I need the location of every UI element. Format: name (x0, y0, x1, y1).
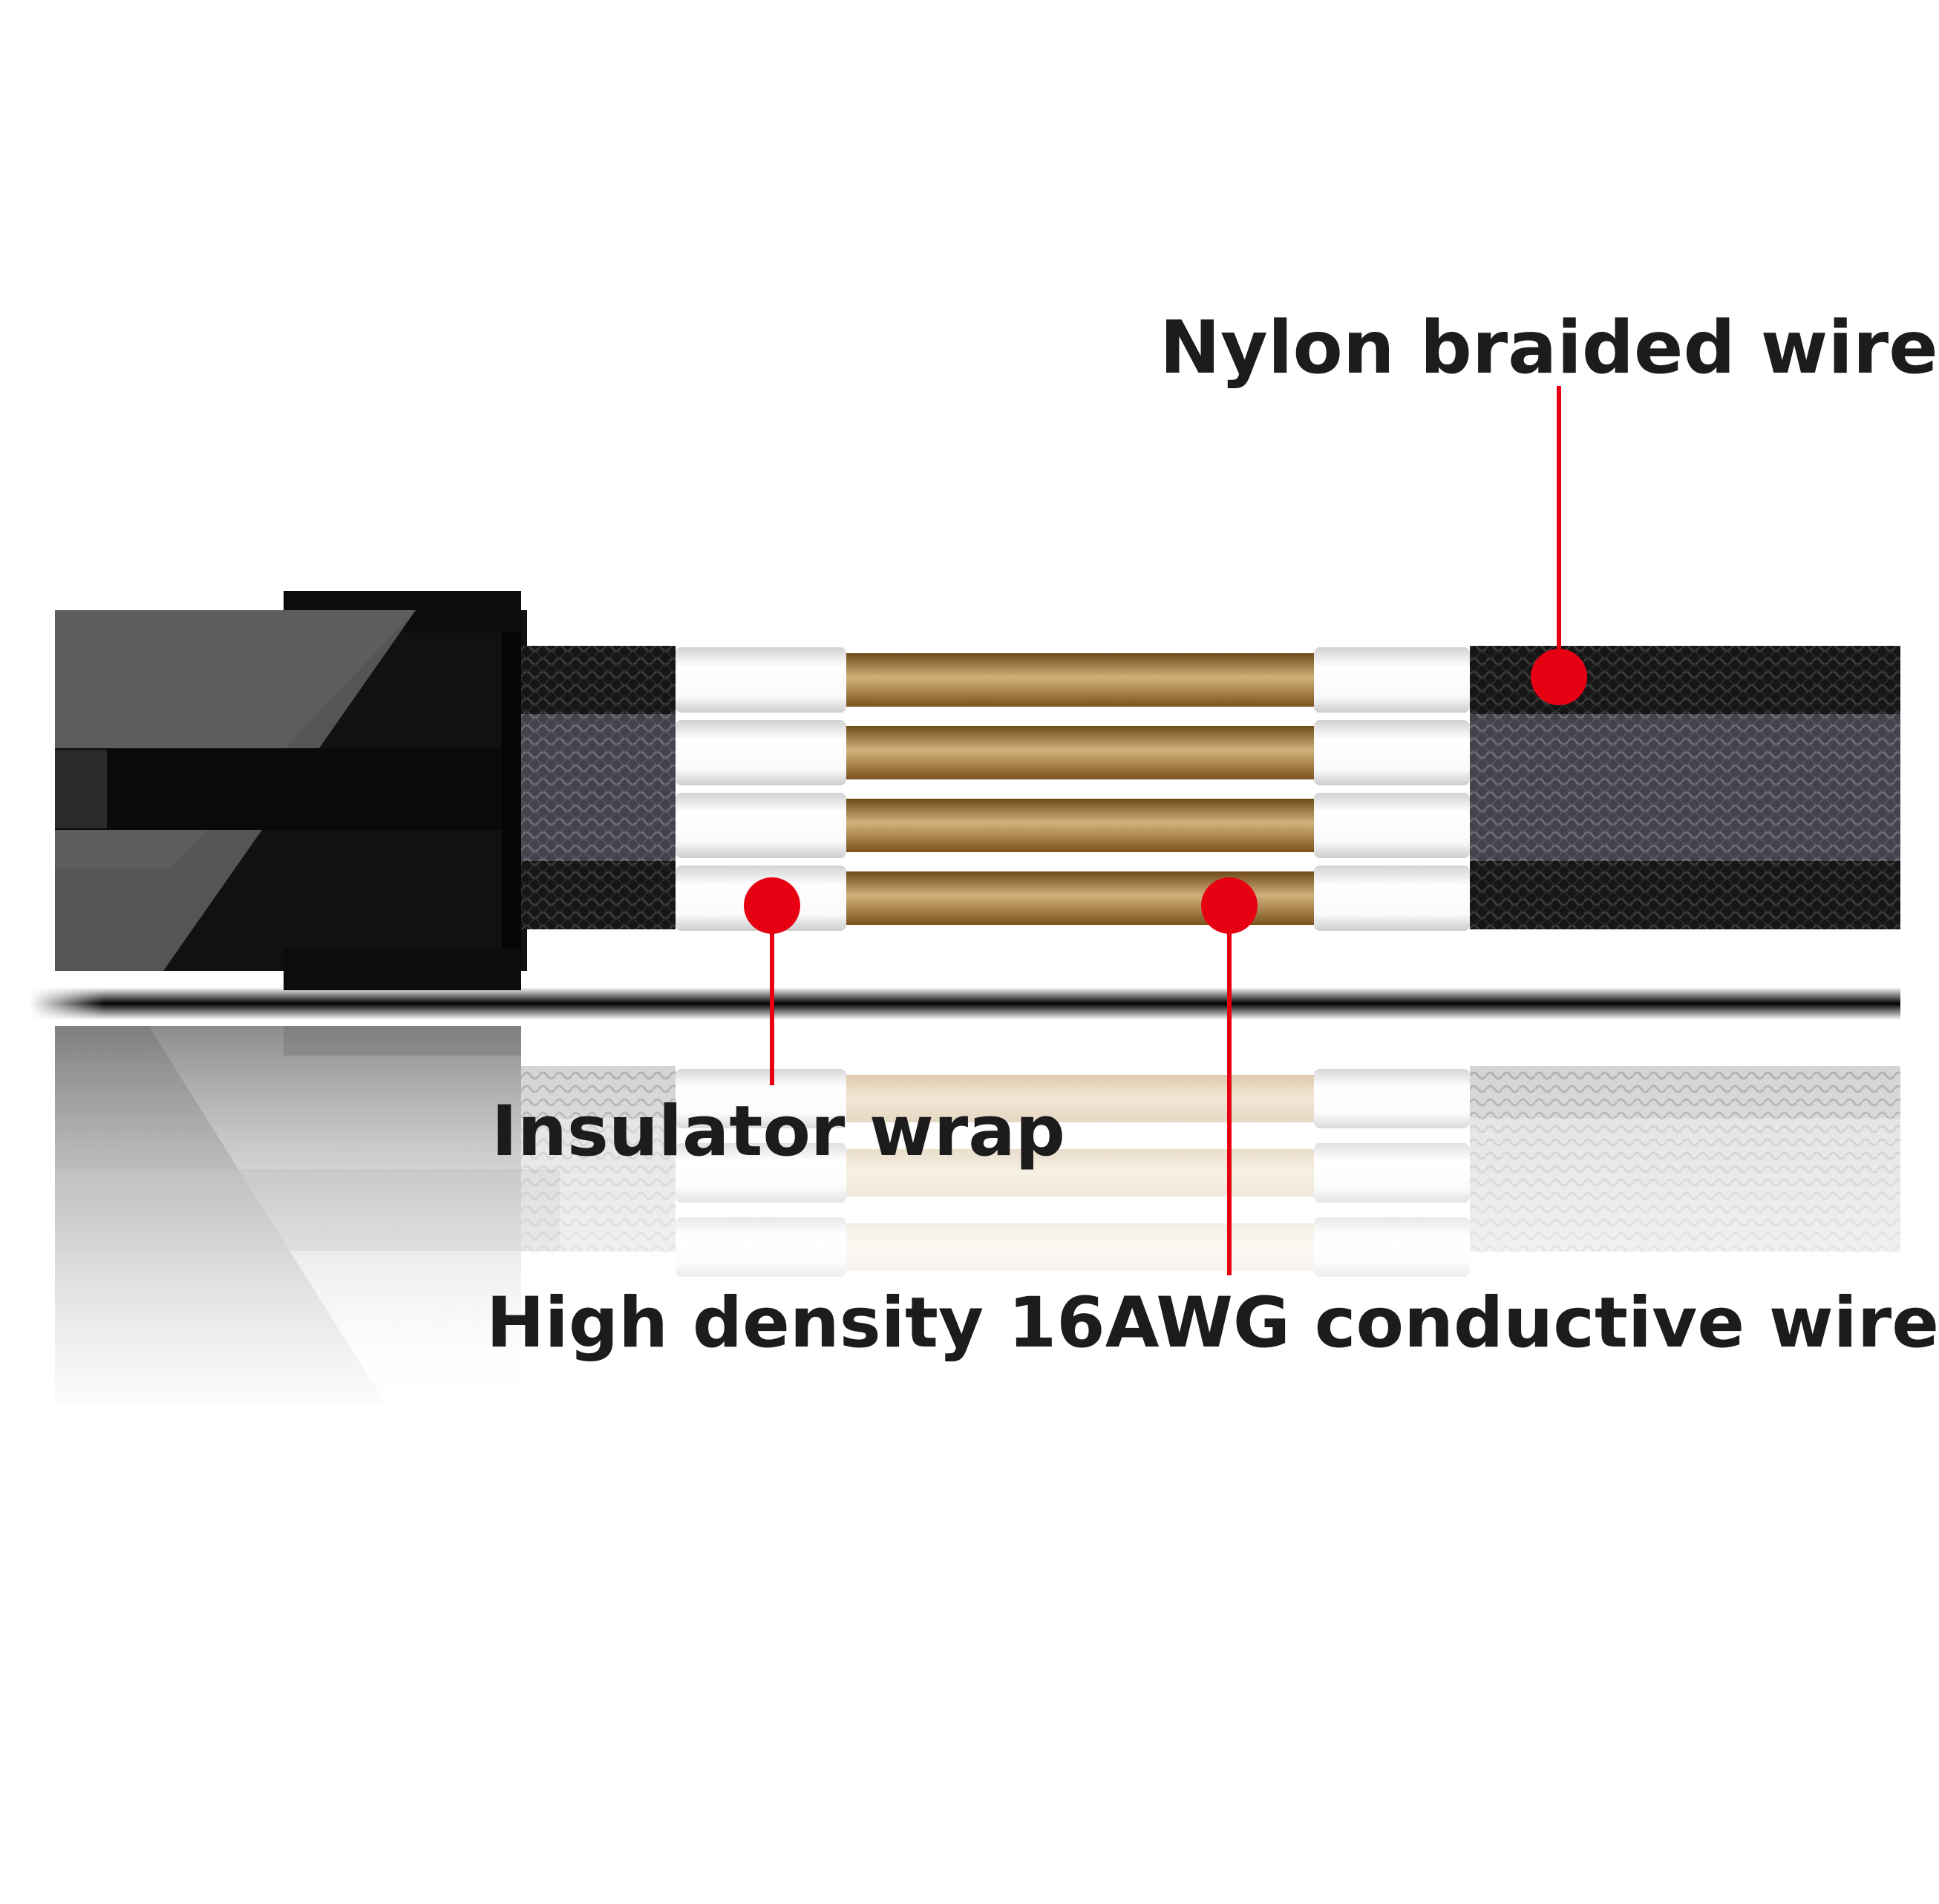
wire-3 (676, 793, 1470, 858)
callout-conductor (1201, 877, 1258, 1275)
connector-housing (55, 591, 560, 990)
callout-insulator (744, 877, 800, 1085)
braided-sleeve-left (521, 646, 676, 929)
braided-sleeve-right (1470, 646, 1900, 929)
callout-nylon (1531, 386, 1587, 705)
label-nylon-braided-wire: Nylon braided wire (1160, 306, 1938, 390)
callout-dot-conductor (1201, 877, 1258, 934)
floor-shadow (30, 987, 1900, 1020)
cable-diagram (30, 386, 1900, 1427)
callout-dot-insulator (744, 877, 800, 934)
wire-bundle (676, 647, 1470, 931)
reflection (30, 1026, 1900, 1427)
label-insulator-wrap: Insulator wrap (491, 1091, 1065, 1172)
wire-2 (676, 720, 1470, 785)
diagram-canvas: Nylon braided wire Insulator wrap High d… (30, 312, 1939, 1427)
wire-1 (676, 647, 1470, 713)
label-conductive-wire: High density 16AWG conductive wire (486, 1283, 1939, 1364)
callout-dot-nylon (1531, 649, 1587, 705)
